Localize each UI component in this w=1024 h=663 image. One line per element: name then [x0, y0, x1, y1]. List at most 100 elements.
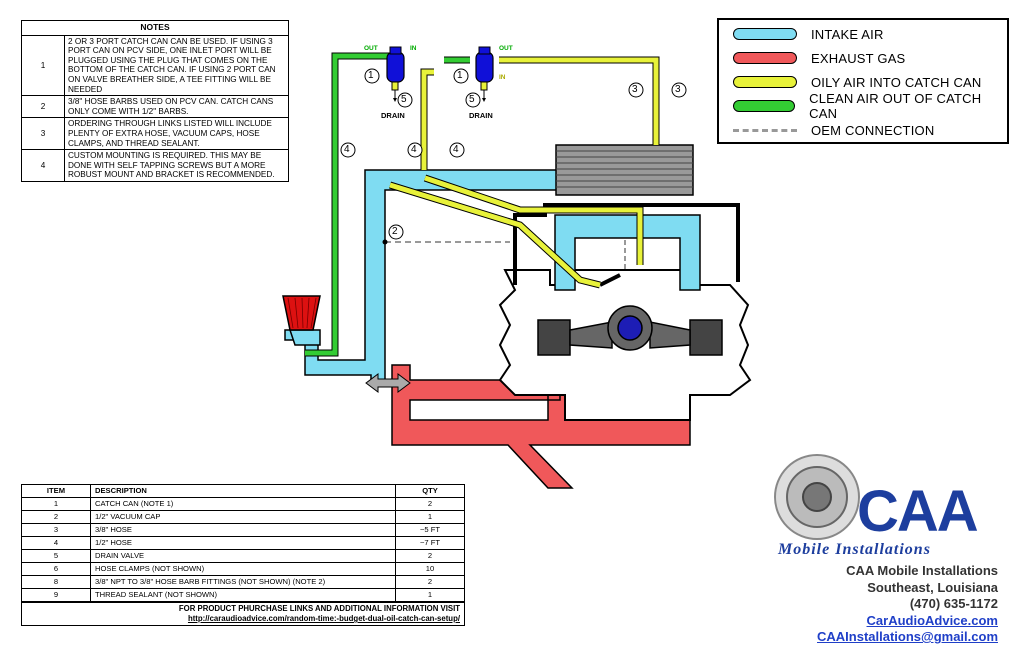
company-region: Southeast, Louisiana — [867, 579, 998, 595]
bom-header-description: DESCRIPTION — [90, 484, 396, 498]
company-phone: (470) 635-1172 — [909, 596, 998, 611]
bom-qty: 1 — [395, 588, 465, 603]
bom-item: 9 — [21, 588, 91, 603]
bom-item: 1 — [21, 497, 91, 511]
out-label: OUT — [364, 45, 378, 52]
bom-item: 2 — [21, 510, 91, 524]
bom-description: CATCH CAN (NOTE 1) — [90, 497, 396, 511]
bom-footer-row: FOR PRODUCT PHURCHASE LINKS AND ADDITION… — [21, 601, 465, 626]
bom-item: 8 — [21, 575, 91, 589]
company-name: CAA Mobile Installations — [846, 563, 998, 578]
drain-label: DRAIN — [469, 111, 493, 120]
callout-number: 2 — [392, 226, 398, 237]
legend: INTAKE AIR EXHAUST GAS OILY AIR INTO CAT… — [717, 18, 1009, 144]
in-label: IN — [499, 74, 506, 81]
callouts — [340, 68, 687, 240]
callout-number: 4 — [344, 144, 350, 155]
callout-number: 1 — [368, 70, 374, 81]
note-text: CUSTOM MOUNTING IS REQUIRED. THIS MAY BE… — [64, 149, 289, 182]
company-logo-text: CAA — [857, 479, 979, 544]
legend-item-oily-air: OILY AIR INTO CATCH CAN — [733, 74, 982, 90]
in-label: IN — [410, 45, 417, 52]
legend-label: INTAKE AIR — [811, 26, 884, 42]
bom-item: 4 — [21, 536, 91, 550]
callout-number: 3 — [632, 84, 638, 95]
bom-qty: 2 — [395, 575, 465, 589]
legend-item-intake: INTAKE AIR — [733, 26, 884, 42]
air-filter — [282, 295, 321, 331]
piston-assembly — [537, 305, 723, 356]
product-links-url[interactable]: http://caraudioadvice.com/random-time:-b… — [187, 614, 460, 623]
speaker-logo-icon — [774, 454, 860, 540]
legend-item-exhaust: EXHAUST GAS — [733, 50, 905, 66]
oem-dash-swatch — [733, 128, 797, 132]
out-label: OUT — [499, 45, 513, 52]
bom-header-row: ITEM DESCRIPTION QTY — [21, 484, 465, 498]
oily-air-swatch — [733, 76, 797, 88]
bypass-valve-icon — [365, 373, 411, 393]
callout-number: 3 — [675, 84, 681, 95]
bom-qty: 10 — [395, 562, 465, 576]
legend-label: CLEAN AIR OUT OF CATCH CAN — [809, 91, 982, 121]
company-email-link[interactable]: CAAInstallations@gmail.com — [817, 629, 998, 644]
catch-can-2 — [475, 46, 494, 102]
legend-item-clean-air: CLEAN AIR OUT OF CATCH CAN — [733, 91, 1007, 121]
callout-number: 4 — [411, 144, 417, 155]
bom-item: 5 — [21, 549, 91, 563]
company-website-link[interactable]: CarAudioAdvice.com — [866, 612, 998, 628]
bom-qty: ~5 FT — [395, 523, 465, 537]
drain-label: DRAIN — [381, 111, 405, 120]
note-number: 1 — [21, 34, 65, 97]
legend-label: OEM CONNECTION — [811, 122, 935, 138]
bom-description: HOSE CLAMPS (NOT SHOWN) — [90, 562, 396, 576]
callout-number: 4 — [453, 144, 459, 155]
callout-number: 5 — [401, 94, 407, 105]
bom-qty: 2 — [395, 549, 465, 563]
intake-swatch — [733, 28, 797, 40]
bom-description: 3/8" NPT TO 3/8" HOSE BARB FITTINGS (NOT… — [90, 575, 396, 589]
callout-number: 5 — [469, 94, 475, 105]
note-text: 3/8" HOSE BARBS USED ON PCV CAN. CATCH C… — [64, 95, 289, 119]
bom-description: 3/8" HOSE — [90, 523, 396, 537]
bom-qty: 2 — [395, 497, 465, 511]
bom-item: 3 — [21, 523, 91, 537]
bom-footer: FOR PRODUCT PHURCHASE LINKS AND ADDITION… — [21, 601, 465, 626]
bom-description: DRAIN VALVE — [90, 549, 396, 563]
legend-label: EXHAUST GAS — [811, 50, 906, 66]
exhaust-swatch — [733, 52, 797, 64]
note-number: 4 — [21, 149, 65, 182]
bom-description: 1/2" HOSE — [90, 536, 396, 550]
clean-air-swatch — [733, 100, 796, 112]
callout-number: 1 — [457, 70, 463, 81]
footer-visit-text: FOR PRODUCT PHURCHASE LINKS AND ADDITION… — [178, 604, 460, 613]
bom-header-item: ITEM — [21, 484, 91, 498]
bom-description: 1/2" VACUUM CAP — [90, 510, 396, 524]
bom-description: THREAD SEALANT (NOT SHOWN) — [90, 588, 396, 603]
note-text: 2 OR 3 PORT CATCH CAN CAN BE USED. IF US… — [64, 34, 289, 97]
bom-qty: ~7 FT — [395, 536, 465, 550]
company-logo-subtitle: Mobile Installations — [778, 541, 931, 558]
bom-header-qty: QTY — [395, 484, 465, 498]
catch-can-1 — [386, 46, 405, 102]
company-info: CAA Mobile Installations Southeast, Loui… — [817, 563, 998, 646]
legend-item-oem: OEM CONNECTION — [733, 122, 934, 138]
intake-pipe — [284, 169, 701, 386]
intercooler — [555, 144, 694, 196]
legend-label: OILY AIR INTO CATCH CAN — [811, 74, 982, 90]
bom-item: 6 — [21, 562, 91, 576]
bom-qty: 1 — [395, 510, 465, 524]
